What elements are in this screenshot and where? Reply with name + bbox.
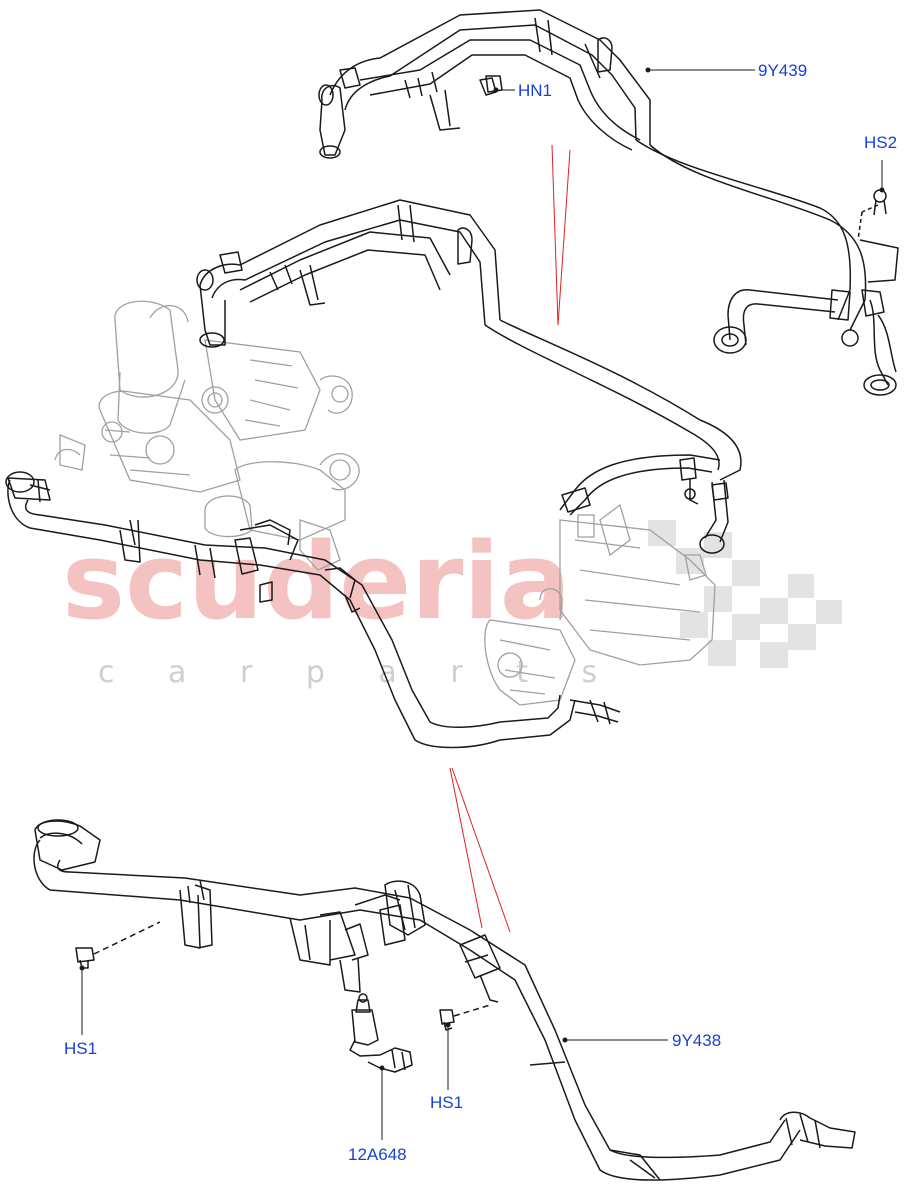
checker-flag-icon — [648, 520, 842, 668]
engine-ghost-artwork — [54, 300, 716, 706]
callout-hs1-left: HS1 — [64, 1039, 98, 1058]
callout-9y438: 9Y438 — [672, 1031, 722, 1050]
callout-leader-lines — [79, 67, 885, 1140]
reference-link-lines — [449, 144, 571, 933]
upper-hose-assembly — [318, 9, 899, 396]
callout-hs1-right: HS1 — [430, 1093, 464, 1112]
middle-lower-hose — [5, 471, 621, 749]
watermark-tagline: c a r p a r t s — [98, 655, 619, 690]
callout-hn1: HN1 — [518, 81, 553, 100]
lower-hose-assembly — [33, 75, 856, 1181]
callout-12a648: 12A648 — [348, 1145, 407, 1164]
watermark-brand: scuderia — [62, 520, 571, 643]
middle-hose-assembly — [196, 199, 742, 554]
callout-hs2: HS2 — [864, 133, 898, 152]
callout-9y439: 9Y439 — [758, 61, 808, 80]
watermark: scuderia c a r p a r t s — [62, 520, 842, 690]
